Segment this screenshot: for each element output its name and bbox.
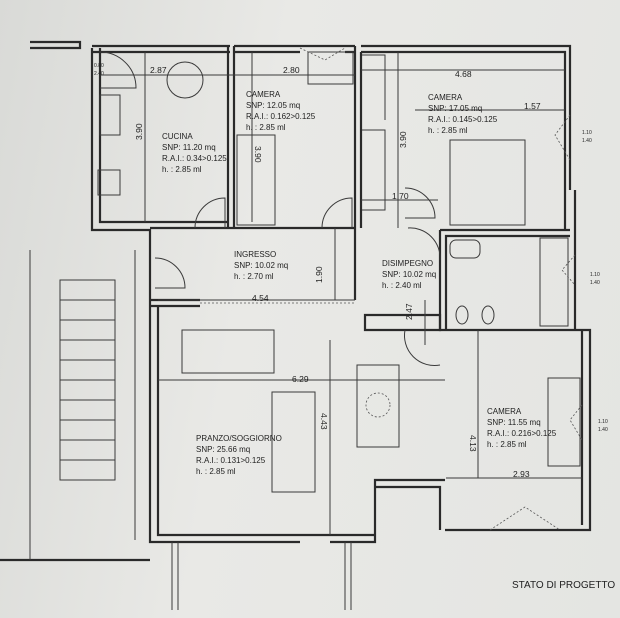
dimension-label: 1.70	[392, 191, 409, 201]
dimension-label: 6.29	[292, 374, 309, 384]
bed-single	[236, 134, 276, 226]
dimension-label: 1.90	[314, 266, 324, 283]
bed-double	[449, 139, 526, 226]
desk	[307, 51, 354, 85]
window-height: 1.40	[598, 427, 608, 433]
dimension-label: 4.13	[468, 435, 478, 452]
sofa	[271, 391, 316, 493]
room-height: h. : 2.85 ml	[246, 123, 286, 132]
sofa	[181, 329, 275, 374]
room-height: h. : 2.85 ml	[196, 467, 236, 476]
window-width: 1.10	[582, 130, 592, 136]
staircase	[29, 250, 136, 560]
room-name: CAMERA	[246, 90, 281, 99]
dimension-label: 2.93	[513, 469, 530, 479]
room-height: h. : 2.40 ml	[382, 281, 422, 290]
room-name: CAMERA	[487, 407, 522, 416]
dimension-label: 4.54	[252, 293, 269, 303]
bed-single	[547, 377, 581, 467]
room-ingresso: INGRESSO SNP: 10.02 mq h. : 2.70 ml	[234, 250, 288, 281]
room-height: h. : 2.85 ml	[487, 440, 527, 449]
window-width: 1.10	[598, 419, 608, 425]
dimensions: 2.87 3.90 2.80 3.90 4.68 1.57 3.90 1.70 …	[134, 65, 541, 479]
dimension-label: 3.90	[134, 123, 144, 140]
room-rai: R.A.I.: 0.145>0.125	[428, 115, 498, 124]
room-camera-2: CAMERA SNP: 17.05 mq R.A.I.: 0.145>0.125…	[428, 93, 498, 135]
room-snp: SNP: 10.02 mq	[382, 270, 436, 279]
dimension-label: 2.80	[283, 65, 300, 75]
walls	[0, 40, 592, 610]
room-pranzo-soggiorno: PRANZO/SOGGIORNO SNP: 25.66 mq R.A.I.: 0…	[196, 434, 282, 476]
shower	[539, 237, 569, 327]
room-camera-3: CAMERA SNP: 11.55 mq R.A.I.: 0.216>0.125…	[487, 407, 557, 449]
window-height: 2.40	[94, 71, 104, 77]
dimension-label: 3.90	[253, 146, 263, 163]
window-height: 1.40	[582, 138, 592, 144]
room-name: CAMERA	[428, 93, 463, 102]
window-labels: 0.80 2.40 1.10 1.40 1.10 1.40 1.10 1.40	[94, 63, 608, 433]
room-snp: SNP: 17.05 mq	[428, 104, 482, 113]
dimension-label: 2.87	[150, 65, 167, 75]
dimension-label: 4.43	[319, 413, 329, 430]
room-rai: R.A.I.: 0.162>0.125	[246, 112, 316, 121]
room-height: h. : 2.85 ml	[162, 165, 202, 174]
bathtub-sink	[449, 239, 481, 259]
dining-table	[356, 364, 400, 448]
room-snp: SNP: 11.20 mq	[162, 143, 216, 152]
dimension-lines	[100, 52, 582, 535]
room-cucina: CUCINA SNP: 11.20 mq R.A.I.: 0.34>0.125 …	[162, 132, 227, 174]
drawing-title: STATO DI PROGETTO	[512, 580, 615, 591]
dimension-label: 4.68	[455, 69, 472, 79]
room-rai: R.A.I.: 0.216>0.125	[487, 429, 557, 438]
room-disimpegno: DISIMPEGNO SNP: 10.02 mq h. : 2.40 ml	[382, 259, 436, 290]
furniture	[97, 51, 581, 493]
kitchen-sink	[99, 94, 121, 136]
room-name: INGRESSO	[234, 250, 276, 259]
kitchen-table	[166, 61, 204, 99]
room-camera-1: CAMERA SNP: 12.05 mq R.A.I.: 0.162>0.125…	[246, 90, 316, 132]
room-snp: SNP: 11.55 mq	[487, 418, 541, 427]
dimension-label: 3.90	[398, 131, 408, 148]
room-snp: SNP: 25.66 mq	[196, 445, 250, 454]
window-width: 1.10	[590, 272, 600, 278]
room-name: PRANZO/SOGGIORNO	[196, 434, 282, 443]
dimension-label: 1.57	[524, 101, 541, 111]
room-rai: R.A.I.: 0.34>0.125	[162, 154, 227, 163]
doors	[99, 47, 583, 531]
window-height: 1.40	[590, 280, 600, 286]
room-snp: SNP: 10.02 mq	[234, 261, 288, 270]
stove	[97, 169, 121, 196]
room-height: h. : 2.85 ml	[428, 126, 468, 135]
dimension-label: 2.47	[404, 303, 414, 320]
room-height: h. : 2.70 ml	[234, 272, 274, 281]
room-name: DISIMPEGNO	[382, 259, 433, 268]
room-snp: SNP: 12.05 mq	[246, 101, 300, 110]
room-rai: R.A.I.: 0.131>0.125	[196, 456, 266, 465]
room-name: CUCINA	[162, 132, 193, 141]
window-width: 0.80	[94, 63, 104, 69]
